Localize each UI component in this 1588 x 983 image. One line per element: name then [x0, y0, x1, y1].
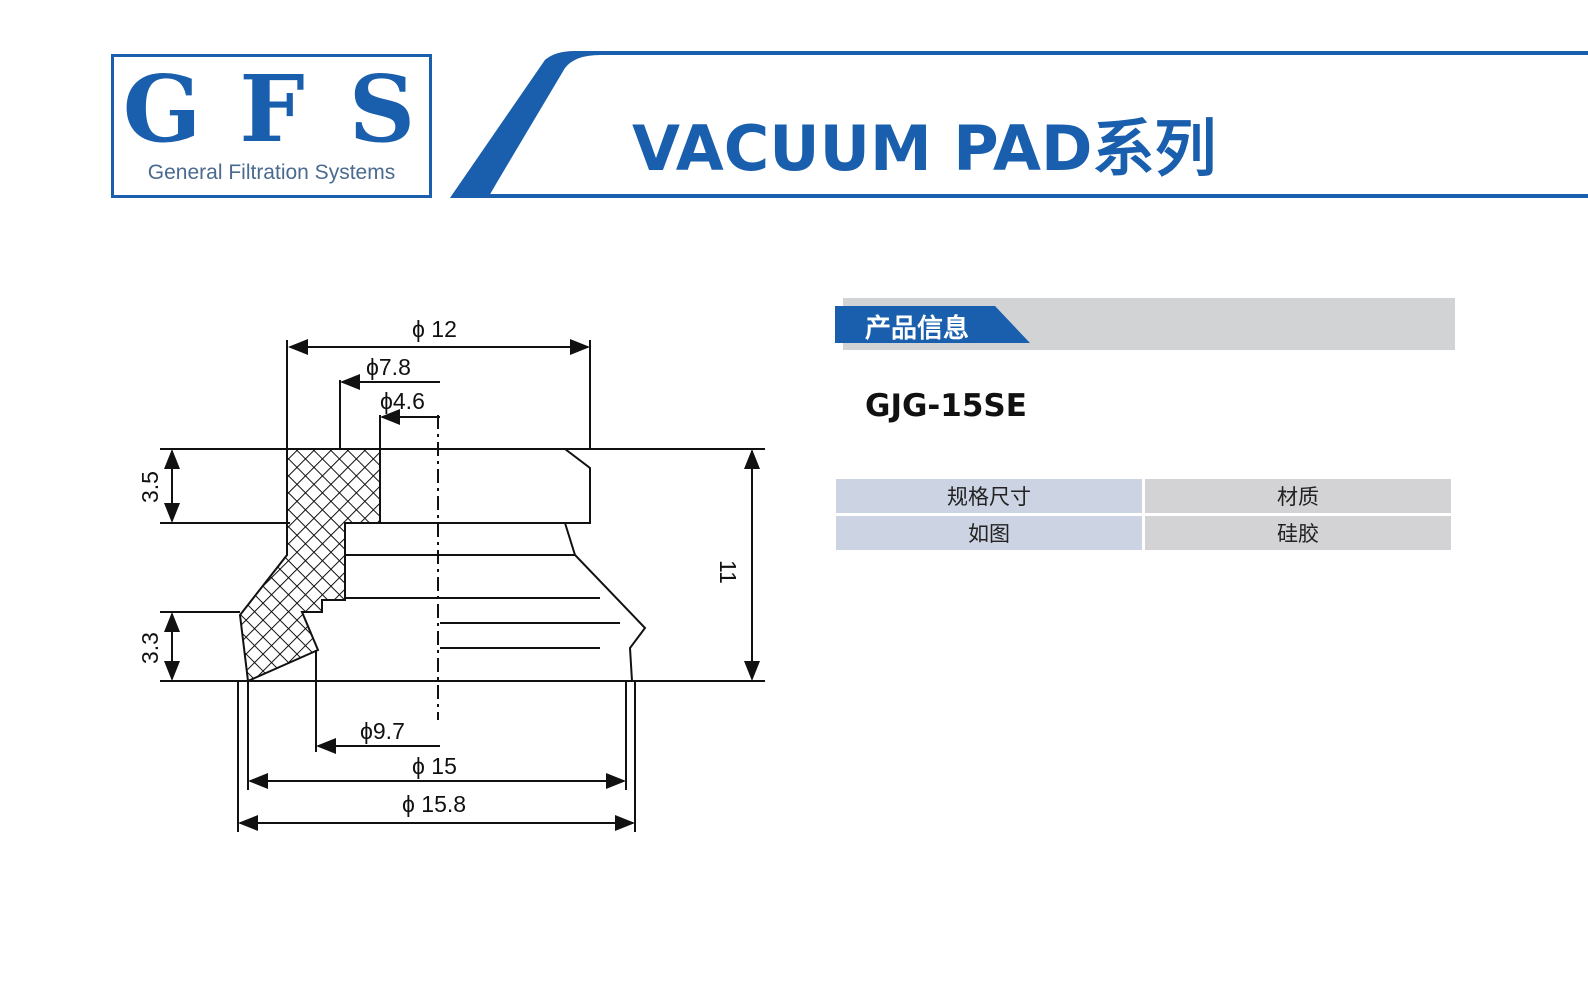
- dim-d4-6: ϕ4.6: [380, 388, 425, 414]
- spec-table: 规格尺寸 材质 如图 硅胶: [833, 476, 1454, 553]
- dim-h3-3: 3.3: [137, 632, 163, 664]
- logo-letter: F: [239, 55, 305, 163]
- gfs-logo: G F S General Filtration Systems: [111, 54, 432, 198]
- dim-d9-7: ϕ9.7: [360, 718, 405, 744]
- header-cell: 规格尺寸: [836, 479, 1142, 513]
- table-cell: 硅胶: [1145, 516, 1451, 550]
- header-cell: 材质: [1145, 479, 1451, 513]
- page-title: VACUUM PAD系列: [632, 112, 1217, 185]
- info-tag: 产品信息: [835, 306, 1030, 343]
- dim-d7-8: ϕ7.8: [366, 354, 411, 380]
- logo-subtitle: General Filtration Systems: [147, 161, 396, 184]
- pad-outline: [160, 339, 765, 832]
- model-number: GJG-15SE: [865, 388, 1027, 424]
- dim-d12: ϕ 12: [412, 316, 457, 342]
- table-cell: 如图: [836, 516, 1142, 550]
- logo-letter: G: [122, 55, 202, 163]
- dim-d15-8: ϕ 15.8: [402, 791, 466, 817]
- logo-letter: S: [348, 55, 416, 163]
- dim-d15: ϕ 15: [412, 753, 457, 779]
- table-header-row: 规格尺寸 材质: [836, 479, 1451, 513]
- vacuum-pad-drawing: ϕ 12 ϕ7.8 ϕ4.6 3.5 3.3 11 ϕ9.7 ϕ 15 ϕ 15…: [137, 316, 765, 832]
- info-tag-label: 产品信息: [865, 314, 970, 344]
- table-row: 如图 硅胶: [836, 516, 1451, 550]
- dim-h3-5: 3.5: [137, 471, 163, 503]
- logo-letters: G F S: [122, 59, 422, 159]
- header-banner: [450, 51, 1588, 198]
- dim-h11: 11: [715, 560, 741, 584]
